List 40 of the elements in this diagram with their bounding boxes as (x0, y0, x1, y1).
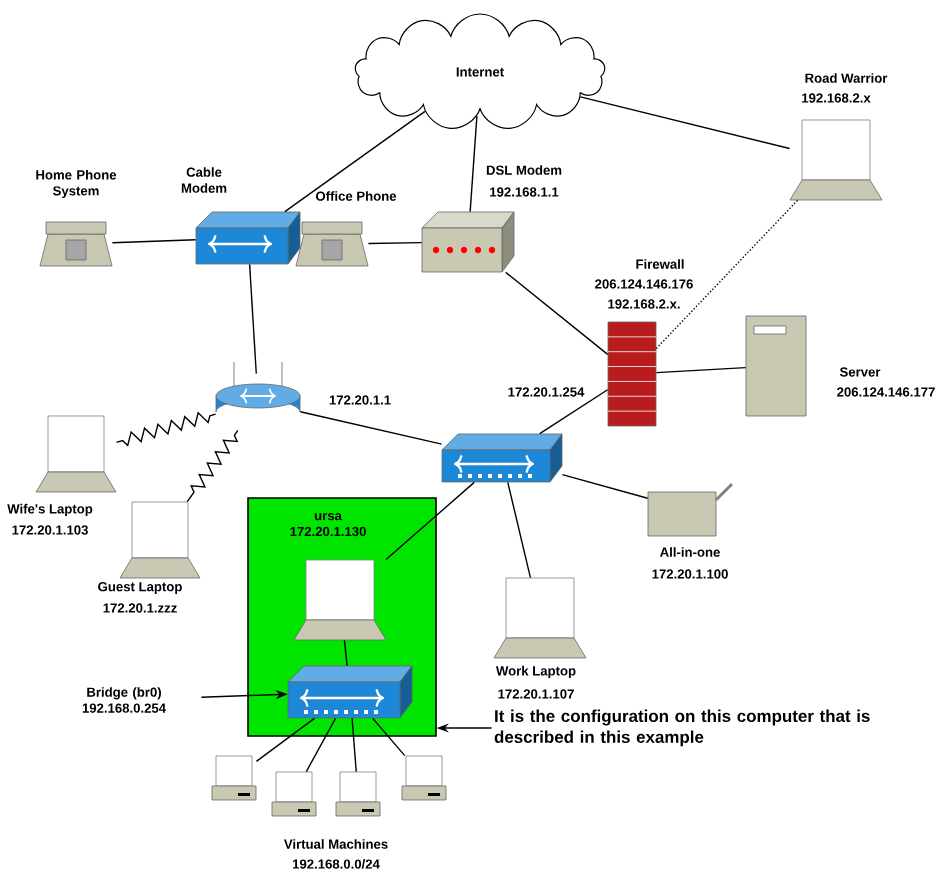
router-icon (215, 361, 301, 413)
network-link (579, 96, 791, 150)
phone-icon (295, 221, 369, 267)
switch-icon (441, 433, 563, 483)
network-link (305, 717, 337, 773)
server-icon (745, 315, 807, 417)
network-link (111, 239, 197, 244)
network-link (385, 481, 475, 561)
modem-icon (195, 211, 301, 265)
computer-icon (271, 771, 317, 817)
network-link (299, 411, 443, 445)
switch-icon (287, 665, 413, 719)
firewall-icon (607, 321, 657, 427)
wireless-link (115, 411, 217, 447)
wireless-link (186, 429, 239, 503)
printer-icon (647, 482, 734, 537)
network-link (255, 717, 316, 763)
network-link (367, 241, 423, 245)
computer-icon (401, 755, 447, 801)
network-link (284, 110, 426, 213)
network-link (655, 199, 799, 350)
note-text: It is the configuration on this computer that is described in this example (494, 709, 870, 747)
laptop-icon (493, 577, 587, 659)
laptop-icon (293, 559, 387, 641)
phone-icon (39, 221, 113, 267)
network-link (248, 263, 257, 375)
laptop-icon (789, 119, 883, 201)
laptop-icon (119, 501, 201, 579)
network-link (505, 271, 609, 356)
network-link (561, 474, 649, 499)
computer-icon (211, 755, 257, 801)
laptop-icon (35, 415, 117, 493)
network-link (655, 366, 747, 374)
modem-icon (421, 211, 515, 273)
network-link (351, 717, 357, 773)
network-link (372, 717, 406, 757)
network-link (539, 389, 609, 435)
network-link (343, 639, 348, 667)
network-link (507, 481, 532, 579)
computer-icon (335, 771, 381, 817)
